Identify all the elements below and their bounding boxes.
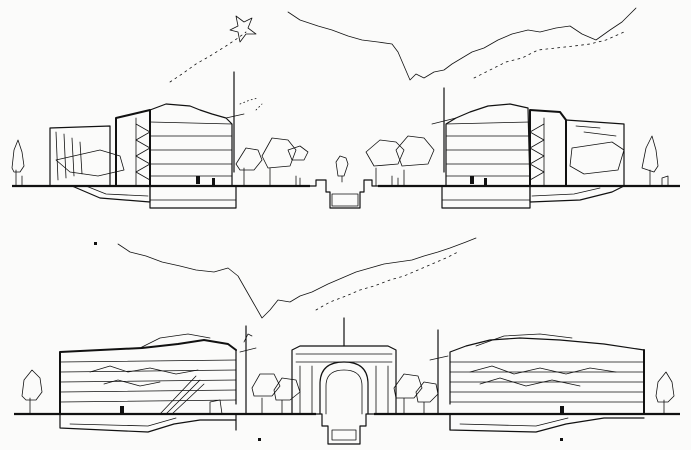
lower-skyline [117, 237, 477, 319]
upper-center-basin [309, 155, 379, 209]
bird-sketch [229, 15, 257, 43]
lower-right-building [393, 329, 675, 433]
fountain-figure [335, 155, 349, 177]
lower-section [14, 237, 680, 445]
lower-center-gate [291, 317, 397, 445]
upper-left-building [11, 71, 309, 209]
upper-right-building [365, 87, 669, 209]
upper-skyline [169, 7, 637, 83]
upper-section [11, 7, 680, 209]
lower-left-building [21, 325, 301, 433]
